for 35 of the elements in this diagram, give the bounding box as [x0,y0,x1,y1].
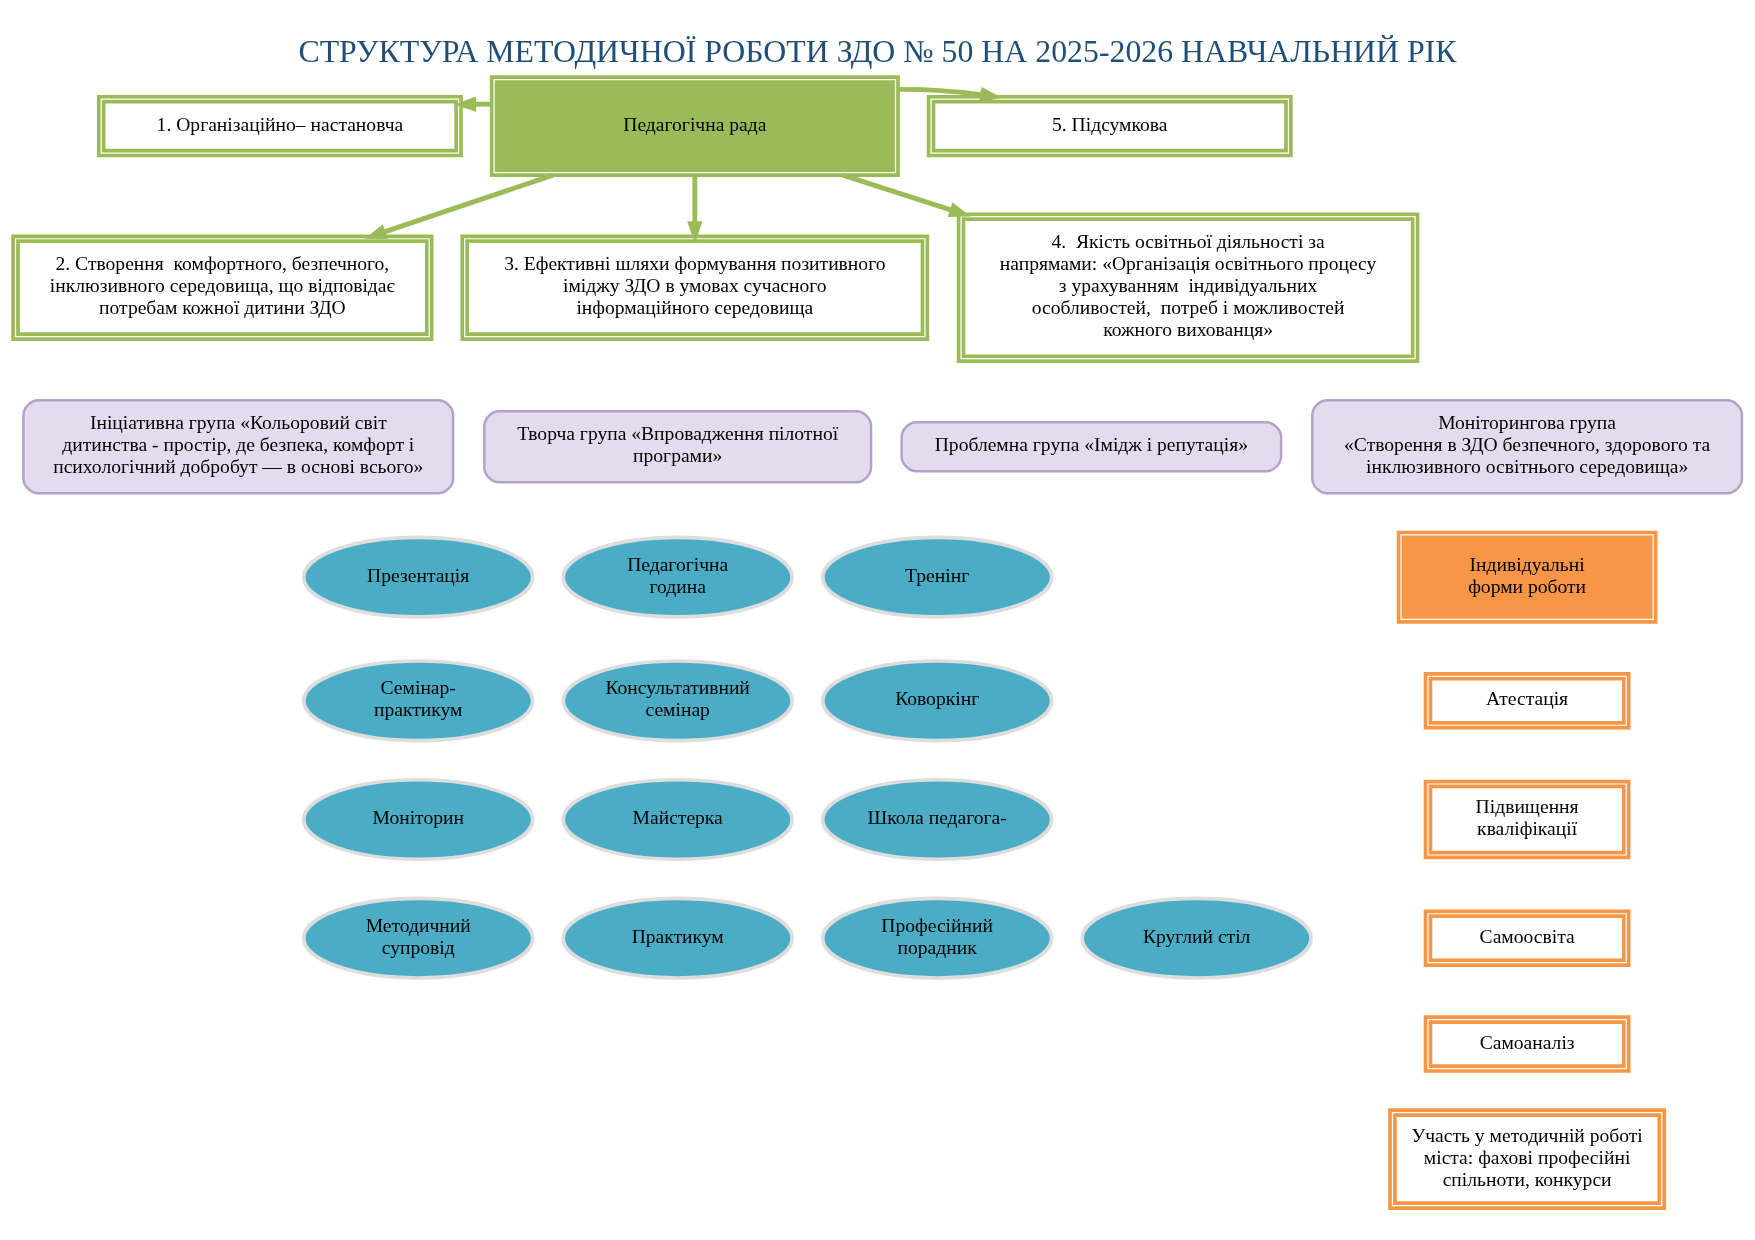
node-ellipse: Тренінг [820,535,1054,619]
node-ellipse: Школа педагога- [820,777,1054,862]
node-box: Проблемна група «Імідж і репутація» [900,421,1283,473]
node-box: Самоаналіз [1423,1015,1631,1073]
node-ellipse: Методичний супровід [301,896,535,980]
node-ellipse: Семінар- практикум [301,659,535,743]
node-box: 3. Ефективні шляхи формування позитивного іміджу ЗДО в умовах сучасного інформаційного середовища [460,234,930,341]
node-ellipse: Моніторин [301,777,535,862]
node-ellipse: Коворкінг [820,659,1054,743]
node-box: Атестація [1423,672,1631,730]
node-box: 4. Якість освітньої діяльності за напрямами: «Організація освітнього процесу з урахуванням індивідуальних особливостей, потреб і можливостей кожного вихованця» [956,212,1420,363]
node-box: Участь у методичній роботі міста: фахові професійні спільноти, конкурси [1388,1108,1667,1210]
node-box: Педагогічна рада [489,75,900,177]
arrow [687,175,703,244]
node-ellipse: Презентація [301,535,535,619]
node-box: 5. Підсумкова [926,94,1293,158]
node-box: Моніторингова група «Створення в ЗДО безпечного, здорового та інклюзивного освітнього середовища» [1311,399,1744,495]
arrow [454,96,492,112]
node-box: Творча група «Впровадження пілотної програми» [483,410,873,484]
node-ellipse: Педагогічна година [561,535,794,619]
node-ellipse: Практикум [561,896,794,980]
diagram-title: СТРУКТУРА МЕТОДИЧНОЇ РОБОТИ ЗДО № 50 НА 2025-2026 НАВЧАЛЬНИЙ РІК [298,34,1457,70]
node-box: Підвищення кваліфікації [1423,779,1631,860]
node-ellipse: Майстерка [561,777,794,862]
arrow [898,86,1003,103]
arrow [842,172,972,218]
node-ellipse: Круглий стіл [1080,896,1313,980]
arrow [364,172,554,239]
node-box: Індивідуальні форми роботи [1396,530,1658,624]
node-box: Самоосвіта [1423,909,1631,967]
node-box: 1. Організаційно– настановча [96,94,463,158]
node-box: Ініціативна група «Кольоровий світ дитинства - простір, де безпека, комфорт і психологічний добробут — в основі всього» [22,399,455,495]
node-ellipse: Консультативний семінар [561,659,794,743]
node-ellipse: Професійний порадник [820,896,1054,980]
node-box: 2. Створення комфортного, безпечного, інклюзивного середовища, що відповідає потребам кожної дитини ЗДО [11,234,434,341]
